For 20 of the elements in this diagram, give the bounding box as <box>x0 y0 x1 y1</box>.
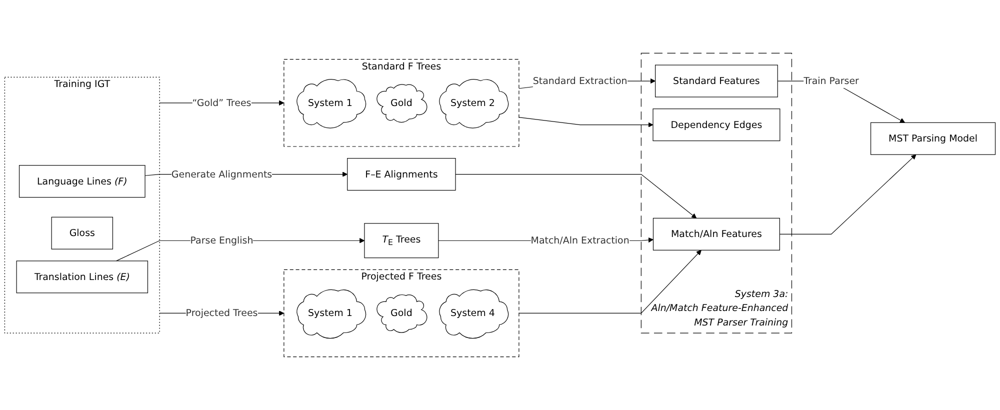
node-box: Gloss <box>51 216 114 250</box>
edge-label: Parse English <box>190 234 254 246</box>
arrow <box>455 174 697 218</box>
edge-label: Match/Aln Extraction <box>530 234 630 246</box>
node-box: MST Parsing Model <box>870 122 996 155</box>
node-box: Match/Aln Features <box>652 218 780 250</box>
arrow <box>518 117 654 128</box>
node-box: Language Lines (F) <box>18 165 146 198</box>
arrow <box>779 154 916 234</box>
edge-label: Projected Trees <box>186 307 258 319</box>
edge-label: Standard Extraction <box>532 75 628 86</box>
edge-label: Generate Alignments <box>171 168 272 180</box>
node-box: T$_{E}$ Trees <box>364 223 439 258</box>
edge-label: Train Parser <box>804 75 859 86</box>
arrow <box>518 250 702 314</box>
edge-label: “Gold” Trees <box>192 97 252 108</box>
node-box: Dependency Edges <box>652 108 780 142</box>
node-box: Translation Lines (E) <box>16 260 148 294</box>
node-box: Standard Features <box>655 64 778 98</box>
node-box: F–E Alignments <box>347 158 456 191</box>
